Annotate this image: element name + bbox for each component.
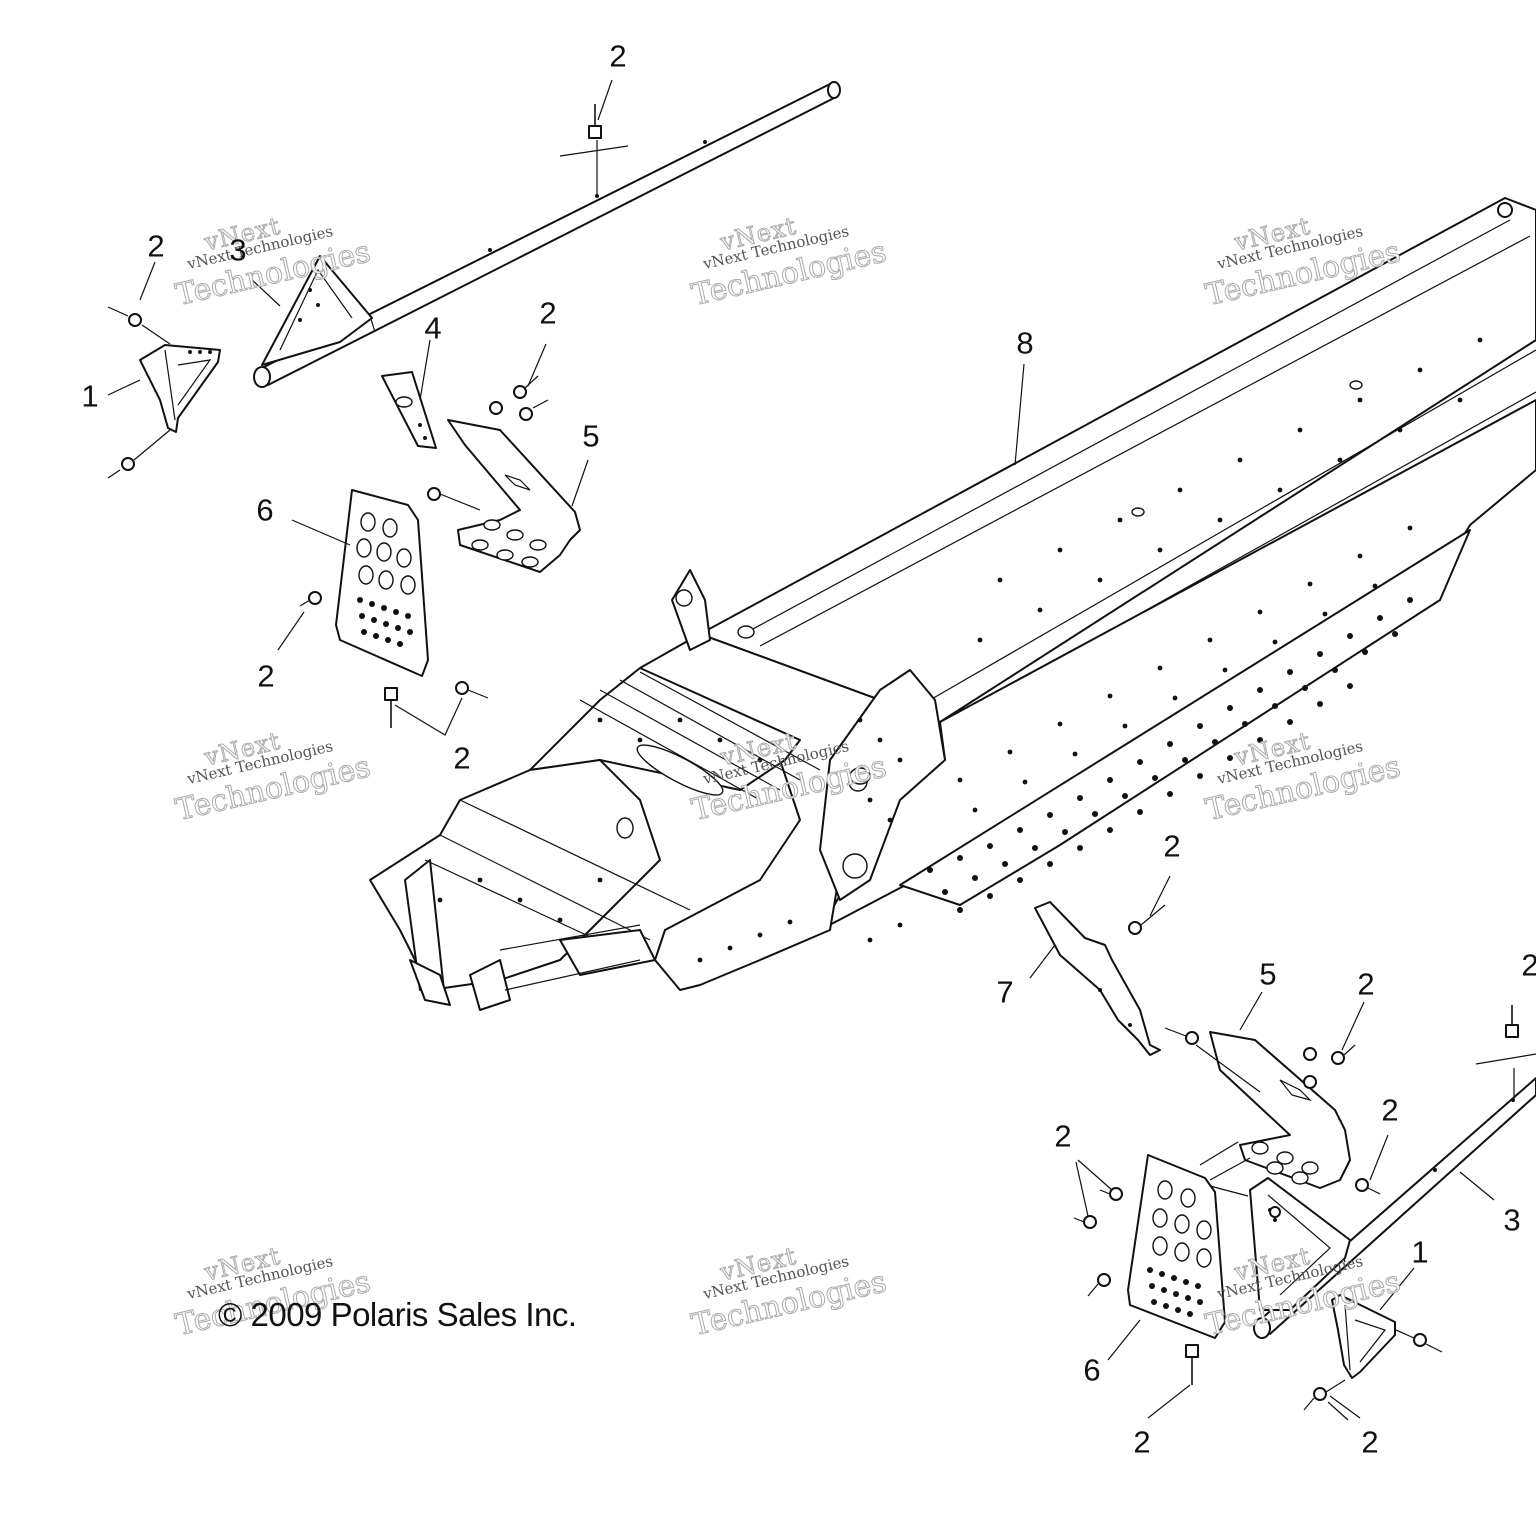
callout-2: 2 xyxy=(1133,1424,1151,1460)
callout-2: 2 xyxy=(539,295,557,331)
callout-5: 5 xyxy=(1259,956,1277,992)
callout-3: 3 xyxy=(229,232,247,268)
callout-6: 6 xyxy=(1083,1352,1101,1388)
rail-tube-top xyxy=(253,81,841,388)
copyright-text: © 2009 Polaris Sales Inc. xyxy=(218,1296,577,1333)
callout-2: 2 xyxy=(1357,966,1375,1002)
callout-2: 2 xyxy=(1054,1118,1072,1154)
callout-2: 2 xyxy=(1163,828,1181,864)
rivets-bottom-left xyxy=(1073,1159,1249,1385)
callout-8: 8 xyxy=(1016,325,1034,361)
bracket-1-top xyxy=(139,344,221,433)
rivets-mid xyxy=(427,375,549,511)
bracket-3-top xyxy=(261,255,373,366)
callout-2: 2 xyxy=(147,228,165,264)
callout-1: 1 xyxy=(81,378,99,414)
rivets-bottom-right xyxy=(1303,1329,1443,1421)
plate-6-bottom xyxy=(1127,1154,1226,1339)
callout-5: 5 xyxy=(582,418,600,454)
callout-2: 2 xyxy=(257,658,275,694)
callout-2: 2 xyxy=(1361,1424,1379,1460)
leader-lines xyxy=(107,79,1495,1419)
chassis-8 xyxy=(369,197,1536,1011)
callout-3: 3 xyxy=(1503,1202,1521,1238)
rivets-br xyxy=(1164,1027,1389,1195)
plate-4 xyxy=(381,371,437,449)
bolt-edge xyxy=(1475,1005,1536,1098)
bracket-1-bottom xyxy=(1331,1294,1396,1379)
callout-2: 2 xyxy=(1521,947,1536,983)
callout-4: 4 xyxy=(424,310,442,346)
callout-7: 7 xyxy=(996,974,1014,1010)
footrest-5-bottom xyxy=(1209,1031,1351,1189)
rivet-7 xyxy=(1128,904,1166,935)
callout-2: 2 xyxy=(1381,1092,1399,1128)
bolt-top xyxy=(559,104,629,195)
bracket-7 xyxy=(1034,901,1161,1056)
callout-6: 6 xyxy=(256,492,274,528)
footrest-5-top xyxy=(447,419,581,573)
callout-2: 2 xyxy=(453,740,471,776)
rivets-top-left xyxy=(107,306,171,479)
callout-1: 1 xyxy=(1411,1234,1429,1270)
rivets-lower-left xyxy=(277,591,489,736)
plate-6-top xyxy=(335,489,429,677)
callout-2: 2 xyxy=(609,38,627,74)
bracket-3-bottom xyxy=(1249,1177,1351,1311)
